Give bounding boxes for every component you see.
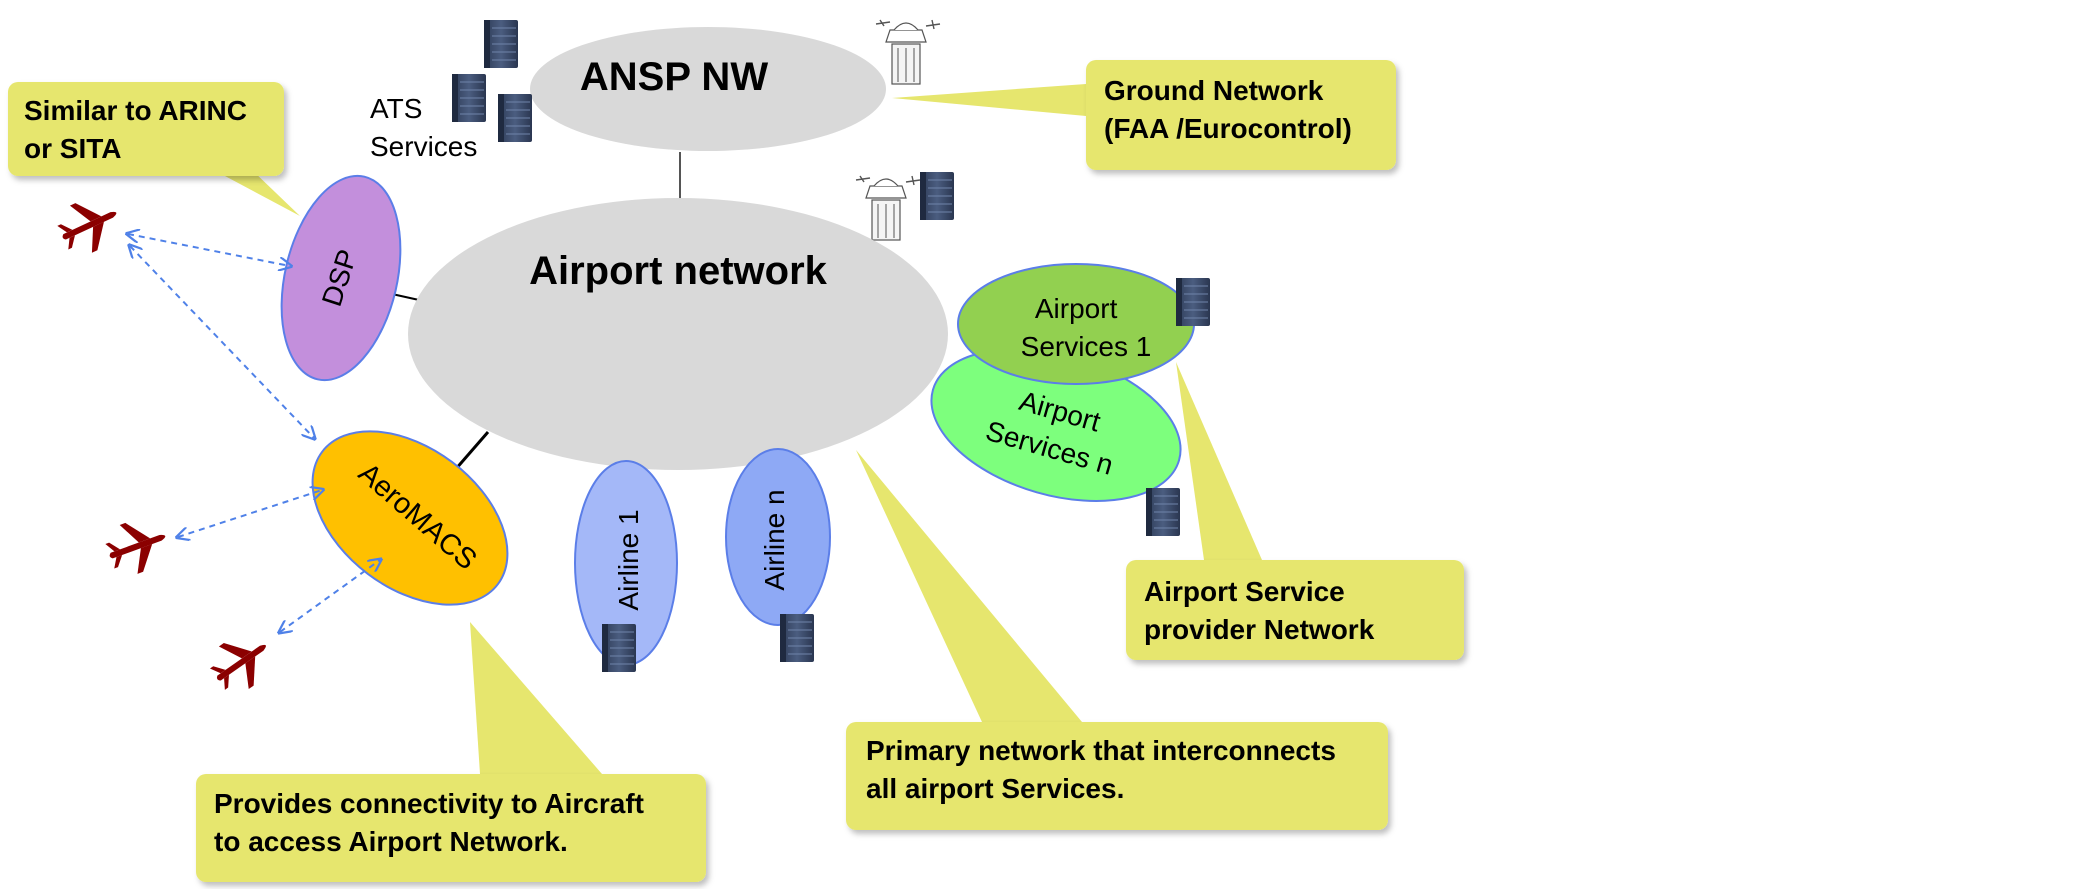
server-icon xyxy=(779,613,815,663)
server-icon xyxy=(919,171,955,221)
callout-pointer xyxy=(1176,362,1262,560)
server-icon xyxy=(451,73,487,123)
control-tower-icon xyxy=(875,19,941,85)
control-tower-icon xyxy=(855,175,921,241)
aircraft-aeromacs-link xyxy=(178,490,322,537)
aircraft-aeromacs-link xyxy=(130,246,314,438)
svg-text:Primary network that interconn: Primary network that interconnects all a… xyxy=(866,735,1344,804)
server-icon xyxy=(483,19,519,69)
ats-services-label: ATS Services xyxy=(370,93,477,162)
callout-pointer xyxy=(856,450,1082,722)
callout-pointer xyxy=(210,168,300,216)
airport-services-1-label: Airport Services 1 xyxy=(1021,293,1152,362)
svg-text:Similar to ARINC or SITA: Similar to ARINC or SITA xyxy=(24,95,255,164)
callout-arinc-sita: Similar to ARINC or SITA xyxy=(8,82,284,176)
server-icon xyxy=(497,93,533,143)
airport-services-1-network xyxy=(957,263,1195,385)
airline-n-network xyxy=(725,448,831,626)
callout-pointer xyxy=(892,84,1086,116)
airline-1-label: Airline 1 xyxy=(613,509,644,610)
airport-network-label: Airport network xyxy=(529,249,828,293)
aircraft-icon xyxy=(51,189,128,262)
svg-text:Provides connectivity to Aircr: Provides connectivity to Aircraft to acc… xyxy=(214,788,652,857)
server-icon xyxy=(1145,487,1181,537)
airline-n-label: Airline n xyxy=(759,489,790,590)
svg-text:Airport Service provider: Airport Service provider Network xyxy=(1144,576,1375,645)
aircraft-dsp-link xyxy=(128,234,290,266)
ansp-network xyxy=(530,27,886,151)
aircraft-aeromacs-link xyxy=(280,560,380,632)
callout-aeromacs-desc: Provides connectivity to Aircraft to acc… xyxy=(196,774,706,882)
svg-text:Ground Network (FAA /Eur: Ground Network (FAA /Eurocontrol) xyxy=(1104,75,1352,144)
airport-network xyxy=(408,198,948,470)
ansp-label: ANSP NW xyxy=(580,55,768,99)
server-icon xyxy=(1175,277,1211,327)
callout-primary-network: Primary network that interconnects all a… xyxy=(846,722,1388,830)
callout-ground-network: Ground Network (FAA /Eurocontrol) xyxy=(1086,60,1396,170)
server-icon xyxy=(601,623,637,673)
aircraft-icon xyxy=(100,511,175,581)
aircraft-icon xyxy=(202,624,281,701)
callout-pointer xyxy=(470,622,602,774)
callout-service-provider: Airport Service provider Network xyxy=(1126,560,1464,660)
